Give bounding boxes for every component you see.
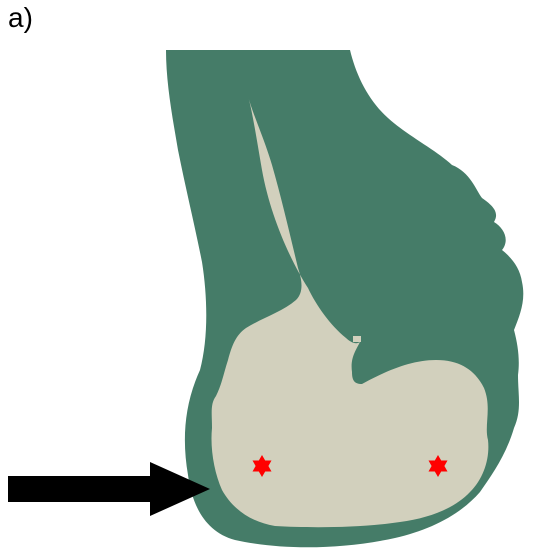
- pointer-arrow: [8, 462, 210, 516]
- inner-tick: [353, 336, 361, 342]
